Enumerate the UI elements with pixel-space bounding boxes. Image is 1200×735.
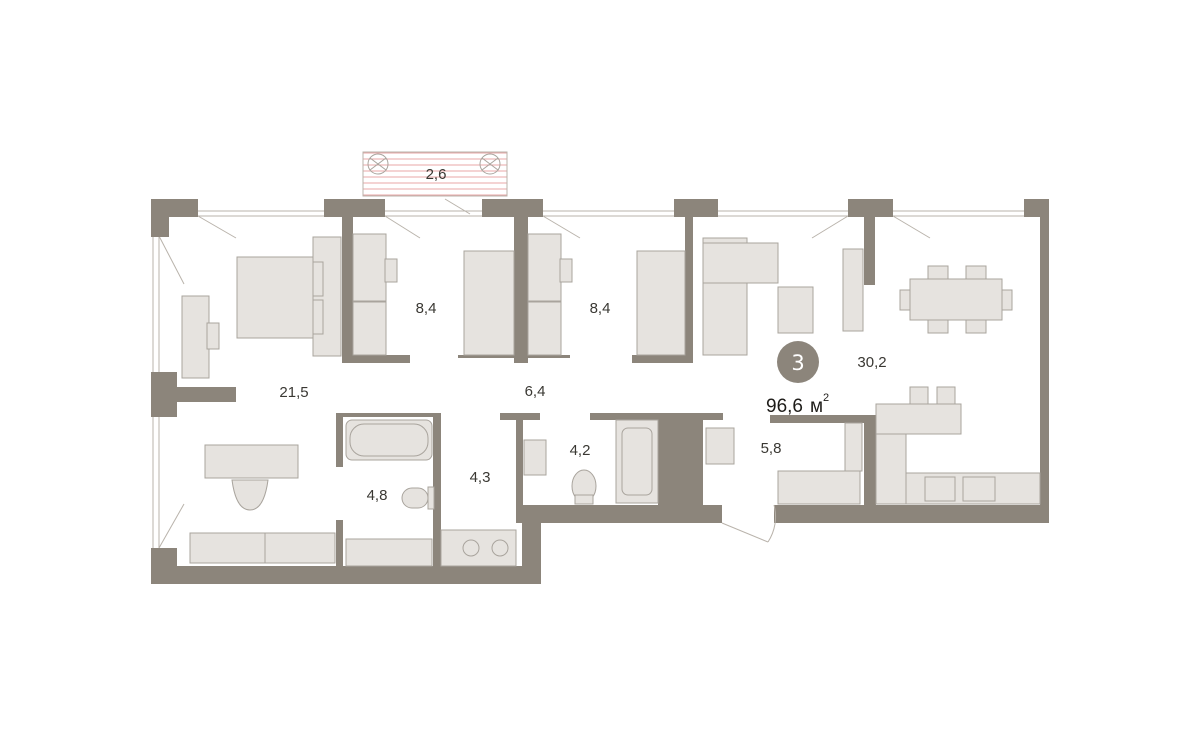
pillow <box>312 299 324 335</box>
chair <box>927 265 949 280</box>
balcony <box>362 151 508 197</box>
furniture <box>181 233 1041 567</box>
living-desk <box>181 295 210 379</box>
stool <box>909 386 929 405</box>
windows <box>152 198 1024 549</box>
wardrobe <box>352 301 387 356</box>
rooms-count-badge: 3 <box>777 341 819 383</box>
single-bed <box>636 250 686 356</box>
room-label-kitchen-living: 30,2 <box>857 354 886 371</box>
total-area: 96,6 <box>766 396 803 417</box>
room-label-living: 21,5 <box>279 384 308 401</box>
desk <box>527 233 562 302</box>
tv-stand <box>842 248 864 332</box>
single-bed <box>463 250 515 356</box>
desk-chair <box>384 258 398 283</box>
hall-cabinet <box>844 422 863 472</box>
wc-tank <box>574 494 594 505</box>
kitchen-cabinet <box>875 433 907 505</box>
toilet-tank <box>427 486 435 510</box>
wardrobe <box>527 301 562 356</box>
double-sink <box>345 538 433 567</box>
chair <box>927 319 949 334</box>
room-label-bedroom-2: 8,4 <box>590 300 611 317</box>
stool <box>936 386 956 405</box>
sink <box>962 476 996 502</box>
bathtub-inner <box>349 423 429 457</box>
hall-wardrobe <box>777 470 861 505</box>
room-label-wc: 4,2 <box>570 442 591 459</box>
wardrobe <box>264 532 336 564</box>
shower-tray <box>621 427 653 496</box>
room-label-balcony: 2,6 <box>426 166 447 183</box>
double-bed <box>236 256 324 339</box>
wc-sink <box>523 439 547 476</box>
living-chair <box>206 322 220 350</box>
plant-left <box>367 153 389 175</box>
desk-chair <box>559 258 573 283</box>
dryer <box>491 539 509 557</box>
rooms-count: 3 <box>791 351 804 375</box>
area-unit-power: 2 <box>823 392 829 404</box>
chair <box>965 265 987 280</box>
room-label-bathroom: 4,8 <box>367 487 388 504</box>
area-unit: м <box>810 396 823 417</box>
toilet <box>401 487 429 509</box>
plant-right <box>479 153 501 175</box>
room-label-hall: 5,8 <box>761 440 782 457</box>
walls <box>151 199 1049 584</box>
wardrobe <box>189 532 266 564</box>
pillow <box>312 261 324 297</box>
room-label-corridor: 6,4 <box>525 383 546 400</box>
armchair <box>231 479 269 511</box>
dining-table <box>909 278 1003 321</box>
room-label-laundry: 4,3 <box>470 469 491 486</box>
table <box>204 444 299 479</box>
coffee-table <box>777 286 814 334</box>
chair <box>1001 289 1013 311</box>
chair <box>965 319 987 334</box>
stove <box>924 476 956 502</box>
entry-door <box>721 504 777 543</box>
kitchen-island <box>875 403 962 435</box>
room-label-bedroom-1: 8,4 <box>416 300 437 317</box>
sofa-side <box>702 242 779 284</box>
hall-bench <box>705 427 735 465</box>
chair <box>899 289 911 311</box>
desk <box>352 233 387 302</box>
washing-machine <box>462 539 480 557</box>
